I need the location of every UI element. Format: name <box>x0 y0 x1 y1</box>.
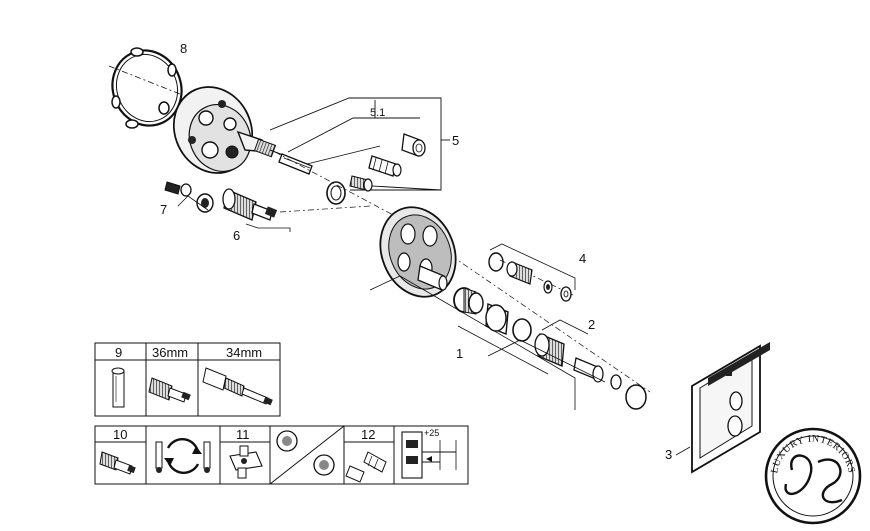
table-cell-10: 10 <box>113 427 127 442</box>
tool-icon-lower <box>313 454 335 476</box>
table-row-lower <box>94 425 469 485</box>
part-10-cartridge-drawing <box>99 451 136 475</box>
table-cell-9: 9 <box>115 345 122 360</box>
part-1-front-assembly <box>369 275 647 410</box>
callout-1: 1 <box>456 346 463 361</box>
part-11-nut-drawing <box>229 445 263 479</box>
callout-6: 6 <box>233 228 240 243</box>
callout-5: 5 <box>452 133 459 148</box>
table-row-upper <box>94 342 281 417</box>
size-label-36mm: 36mm <box>152 345 188 360</box>
callout-5-1: 5.1 <box>370 107 385 119</box>
part-3-cover-plate <box>675 342 770 474</box>
rotation-arrows-icon <box>155 437 211 475</box>
cartridge-36mm-drawing <box>148 377 191 403</box>
part-8-gasket-ring <box>108 47 183 129</box>
part-5-1-sleeve <box>401 133 426 157</box>
part-12-extension-drawing <box>345 451 387 483</box>
table-cell-11: 11 <box>236 427 250 442</box>
callout-8: 8 <box>180 41 187 56</box>
offset-label: +25 <box>424 428 439 438</box>
valve-body-housing <box>172 86 297 174</box>
callout-7: 7 <box>160 202 167 217</box>
part-5-adapter-set <box>326 155 402 205</box>
cartridge-34mm-drawing <box>202 367 273 406</box>
callout-4: 4 <box>579 251 586 266</box>
extension-install-drawing <box>401 431 457 479</box>
spindle-extension <box>278 153 313 175</box>
table-cell-12: 12 <box>361 427 375 442</box>
callout-3: 3 <box>665 447 672 462</box>
callout-2: 2 <box>588 317 595 332</box>
part-4-seal-set <box>488 243 576 302</box>
callout-labels: 8 5.1 5 7 6 4 2 1 3 <box>160 41 672 462</box>
part-6-cartridge <box>222 188 291 232</box>
size-label-34mm: 34mm <box>226 345 262 360</box>
luxury-interiors-logo: LUXURY INTERIORS <box>764 427 862 525</box>
tool-icon-upper <box>276 430 298 452</box>
part-7-screw-set <box>164 181 214 213</box>
mounting-plate-flange <box>379 206 457 298</box>
parts-table: 9 36mm 34mm <box>94 342 469 485</box>
part-9-sleeve-drawing <box>111 367 125 408</box>
